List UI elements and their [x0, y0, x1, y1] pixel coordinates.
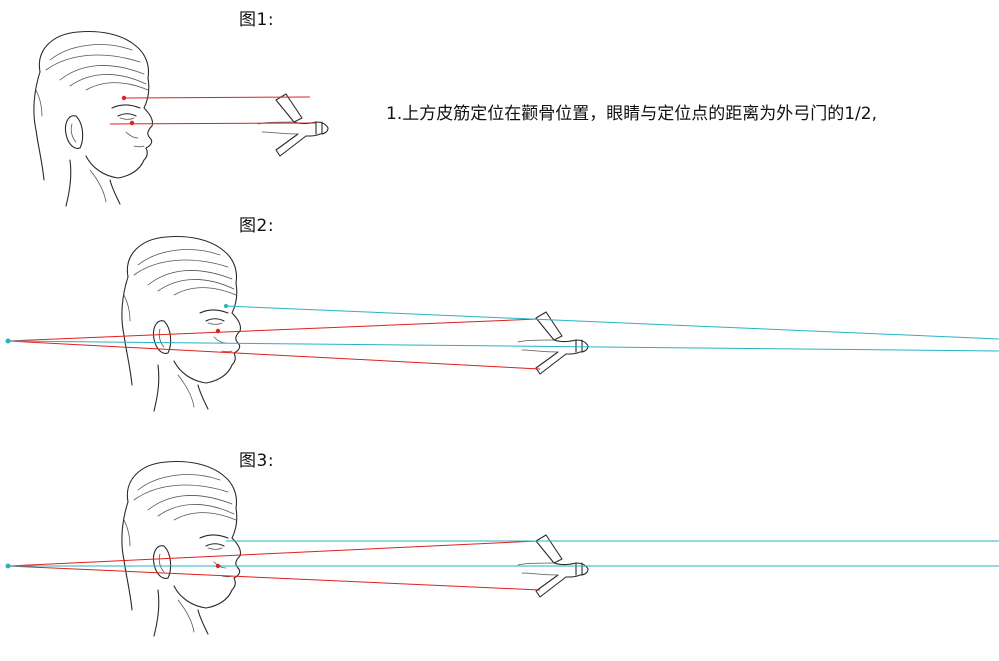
figure-2-anchor-point — [215, 328, 221, 334]
figure-3-anchor-point — [215, 563, 221, 569]
figure-3-red-upper-line — [7, 540, 539, 567]
figure-1-anchor-point — [129, 120, 135, 126]
figure-3-label: 图3: — [239, 451, 275, 471]
figure-2-eye-point — [224, 304, 228, 308]
figure-2-label: 图2: — [239, 216, 275, 236]
figure-2-cyan-eye-line — [225, 305, 999, 340]
figure-1-eye-point — [121, 95, 127, 101]
figure-3-red-lower-line — [7, 565, 541, 591]
figure-1-note: 1.上方皮筋定位在颧骨位置，眼睛与定位点的距离为外弓门的1/2, — [386, 104, 877, 124]
figure-1-hand-sketch — [257, 93, 329, 157]
figure-1-head-sketch — [33, 30, 154, 207]
figure-2-red-lower-line — [7, 340, 541, 370]
figure-1-eye-line — [123, 96, 311, 99]
figure-2-head-sketch — [121, 235, 242, 412]
figure-2-red-upper-line — [7, 318, 539, 342]
figure-2-cyan-center-line — [7, 340, 999, 352]
figure-1-label: 图1: — [239, 10, 275, 30]
figure-3-head-sketch — [121, 460, 242, 637]
figure-1-cheek-line — [109, 122, 317, 125]
